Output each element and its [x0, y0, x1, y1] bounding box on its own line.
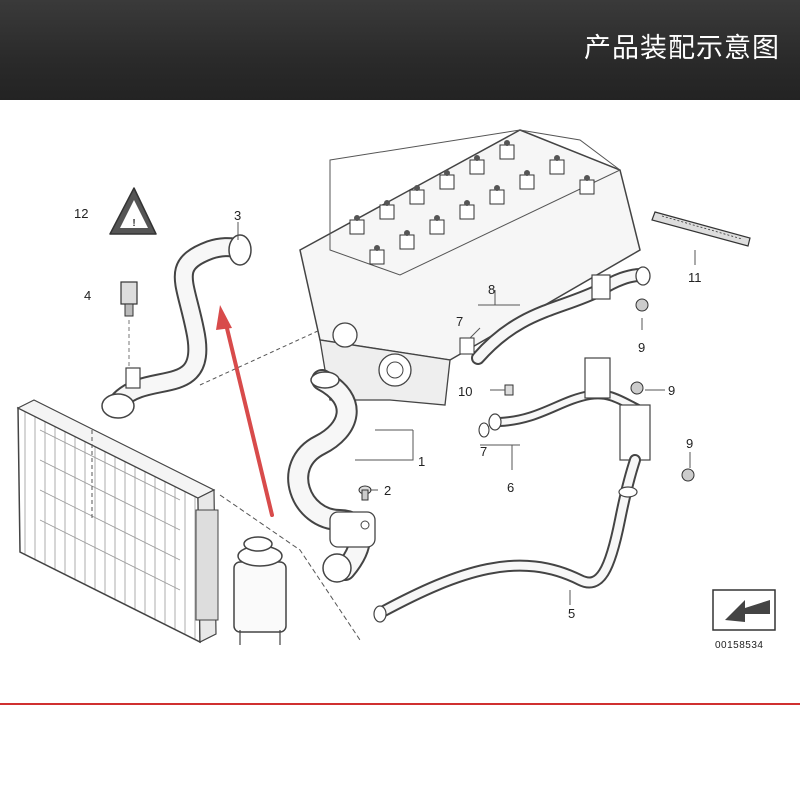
callout-10: 10: [458, 384, 472, 399]
direction-indicator: [712, 589, 776, 631]
callout-4: 4: [84, 288, 91, 303]
hose-8: [471, 266, 651, 365]
callout-12: 12: [74, 206, 88, 221]
bottom-accent-line: [0, 703, 800, 705]
callout-labels: 1 2 3 4 5 6 7 7 8 9 9 9 10 11 12: [74, 206, 702, 621]
engine: [299, 129, 641, 406]
callout-7b: 7: [480, 444, 487, 459]
callout-6: 6: [507, 480, 514, 495]
sensor-4: [120, 281, 138, 368]
callout-11: 11: [688, 270, 702, 285]
warning-label-12: !: [109, 187, 157, 235]
callout-9b: 9: [668, 383, 675, 398]
hose-1: [287, 369, 376, 583]
svg-text:!: !: [132, 218, 135, 229]
callout-5: 5: [568, 606, 575, 621]
callout-3: 3: [234, 208, 241, 223]
callout-2: 2: [384, 483, 391, 498]
leader-lines: [91, 222, 696, 641]
radiator: [16, 399, 219, 644]
header-bar: 产品装配示意图: [0, 0, 800, 100]
bolts-9: [630, 298, 695, 482]
part-number: 00158534: [715, 640, 764, 651]
strap-11: [651, 211, 751, 247]
parts-diagram: !: [0, 100, 800, 700]
hose-5: [373, 454, 641, 623]
screw-2: [358, 485, 372, 501]
page-title: 产品装配示意图: [584, 33, 780, 64]
diagram-svg: !: [16, 129, 776, 651]
callout-8: 8: [488, 282, 495, 297]
callout-9c: 9: [686, 436, 693, 451]
callout-7a: 7: [456, 314, 463, 329]
small-parts: [459, 337, 514, 438]
expansion-tank: [233, 536, 287, 645]
red-pointer-arrow: [216, 305, 274, 517]
callout-1: 1: [418, 454, 425, 469]
callout-9a: 9: [638, 340, 645, 355]
hose-6: [488, 357, 651, 461]
hose-3: [101, 234, 252, 419]
